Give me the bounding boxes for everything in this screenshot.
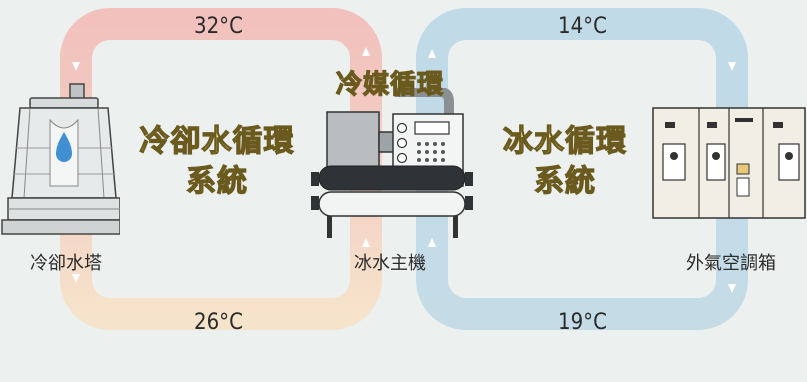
arrow-down-icon (72, 274, 80, 283)
cooling-supply-temperature: 32°C (194, 14, 243, 39)
cooling-return-temperature: 26°C (194, 310, 243, 335)
arrow-up-icon (362, 238, 370, 247)
refrigerant-loop-title: 冷媒循環 (335, 69, 444, 100)
arrow-down-icon (728, 62, 736, 71)
arrow-up-icon (428, 238, 436, 247)
chiller-icon (311, 88, 473, 238)
air-handling-unit-icon (652, 107, 806, 219)
cooling-tower-icon (1, 83, 120, 235)
arrow-up-icon (428, 49, 436, 58)
arrow-down-icon (728, 284, 736, 293)
chiller-label: 冰水主機 (354, 253, 426, 274)
cooling-water-loop-title: 冷卻水循環 系統 (136, 122, 298, 202)
cooling-water-loop-line1: 冷卻水循環 (139, 123, 295, 159)
chilled-water-loop-line2: 系統 (533, 163, 596, 199)
arrow-down-icon (72, 62, 80, 71)
chilled-return-temperature: 14°C (558, 14, 607, 39)
chilled-supply-temperature: 19°C (558, 310, 607, 335)
ahu-label: 外氣空調箱 (686, 253, 776, 274)
cooling-tower-label: 冷卻水塔 (30, 253, 102, 274)
cooling-water-loop-line2: 系統 (185, 163, 248, 199)
chilled-water-loop-title: 冰水循環 系統 (500, 122, 630, 202)
chilled-water-loop-line1: 冰水循環 (502, 123, 627, 159)
arrow-up-icon (362, 47, 370, 56)
